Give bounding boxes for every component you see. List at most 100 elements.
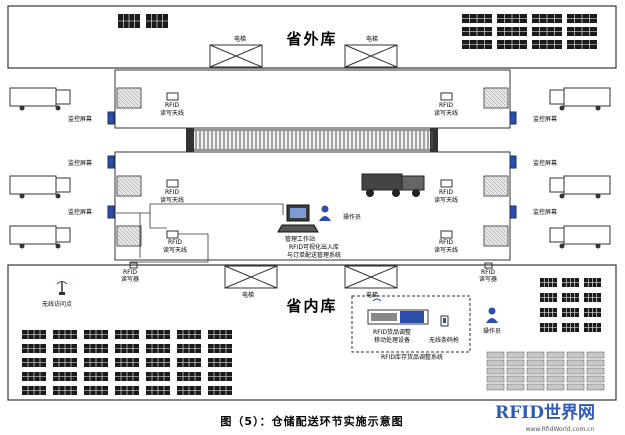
watermark-url: www.RfidWorld.com.cn [526, 426, 595, 433]
dock-gate [483, 225, 509, 247]
shelf-unit [177, 358, 201, 367]
gate-hatch [503, 225, 509, 231]
dock-gate [116, 175, 142, 197]
elevator-bottom-left [224, 265, 278, 289]
truck-cab [55, 89, 71, 105]
shelf-unit [84, 330, 108, 339]
shelf-unit [53, 358, 77, 367]
wheel [19, 105, 25, 111]
shelf-unit [22, 344, 46, 353]
shelf-unit [562, 293, 579, 302]
truck-body [9, 87, 57, 107]
antenna-label: 读写天线 [434, 246, 458, 254]
shelf-unit [118, 14, 140, 28]
truck-body [9, 175, 57, 195]
reader-rfid-label: RFID [123, 269, 137, 276]
gate-hatch [491, 87, 509, 105]
truck-body [9, 225, 57, 245]
operator-icon [486, 307, 498, 323]
inner-shelf-group-right [540, 278, 601, 332]
belt-end [186, 128, 194, 152]
gate-hatch [495, 225, 509, 239]
gate-frame [483, 175, 509, 197]
wheel [595, 193, 601, 199]
outer-warehouse-zone [7, 5, 617, 69]
gate-hatch [128, 87, 142, 101]
reader-rfid-label: RFID [481, 269, 495, 276]
rfid-label: RFID [439, 102, 453, 109]
shelf-unit [84, 372, 108, 381]
mobile-device-label-1: RFID货品调整 [373, 328, 411, 336]
watermark-logo: RFID世界网 www.RfidWorld.com.cn [495, 403, 595, 433]
shelf-unit [53, 330, 77, 339]
gate-hatch [487, 175, 509, 197]
gate-hatch [491, 225, 509, 243]
antenna-label: 读写天线 [163, 246, 187, 254]
gate-hatch [499, 87, 509, 97]
rack-cell [526, 359, 545, 367]
shelf-unit [115, 358, 139, 367]
reader-label: 读写器 [121, 275, 139, 283]
truck-body [563, 87, 611, 107]
shelf-unit [567, 14, 597, 23]
rfid-label: RFID [165, 102, 179, 109]
rack-cell [486, 367, 505, 375]
shelf-unit [146, 372, 170, 381]
rack-cell [546, 359, 565, 367]
rack-cell [486, 351, 505, 359]
monitor-label: 监控屏幕 [533, 208, 557, 216]
elevator-label: 电梯 [366, 35, 378, 43]
rack-cell [586, 383, 605, 391]
gate-frame [116, 87, 142, 109]
gate-hatch [483, 229, 501, 247]
gate-frame [116, 225, 142, 247]
wheel [559, 193, 565, 199]
rack-cell [586, 367, 605, 375]
dock-gate [116, 225, 142, 247]
elevator-bottom-right [344, 265, 398, 289]
gate-hatch [116, 175, 138, 197]
storage-rack-grid [486, 351, 605, 391]
rack-cell [486, 383, 505, 391]
shelf-unit [540, 278, 557, 287]
rack-cell [506, 383, 525, 391]
shelf-unit [146, 344, 170, 353]
mobile-device-icon [367, 298, 429, 325]
gate-hatch [120, 225, 142, 247]
rack-cell [566, 351, 585, 359]
inner-shelf-group-left [22, 330, 232, 395]
gate-hatch [116, 91, 134, 109]
operator-label: 操作员 [343, 213, 361, 221]
elevator-label: 电梯 [242, 291, 254, 299]
shelf-unit [208, 372, 232, 381]
shelf-unit [562, 308, 579, 317]
outer-warehouse-title: 省外库 [285, 30, 337, 48]
truck-right-1 [549, 87, 611, 111]
shelf-unit [84, 358, 108, 367]
shelf-unit [532, 40, 562, 49]
rack-cell [586, 359, 605, 367]
shelf-unit [584, 308, 601, 317]
rfid-antenna-icon [440, 92, 453, 101]
rack-cell [546, 383, 565, 391]
shelf-unit [497, 40, 527, 49]
shelf-unit [532, 14, 562, 23]
rfid-antenna-icon [166, 230, 179, 239]
rack-cell [526, 351, 545, 359]
shelf-unit [540, 323, 557, 332]
mobile-device-label-2: 移动处理设备 [374, 336, 410, 344]
rack-cell [546, 351, 565, 359]
shelf-unit [177, 330, 201, 339]
monitor-screen-icon [509, 155, 517, 169]
wheel [55, 105, 61, 111]
rack-cell [586, 375, 605, 383]
rfid-antenna-icon [166, 179, 179, 188]
rfid-label: RFID [165, 189, 179, 196]
forklift-icon [361, 173, 425, 197]
inner-warehouse-zone [7, 264, 617, 401]
gate-hatch [116, 99, 126, 109]
gate-hatch [120, 175, 142, 197]
shelf-unit [567, 27, 597, 36]
gate-hatch [491, 175, 509, 193]
